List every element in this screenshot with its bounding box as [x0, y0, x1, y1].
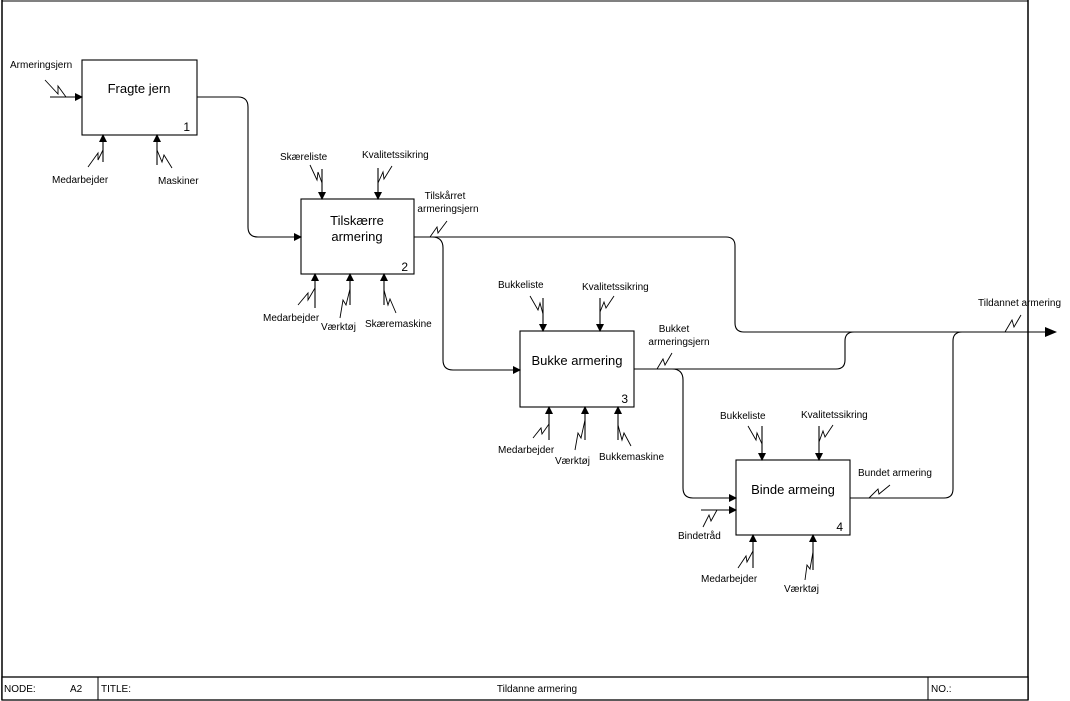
svg-text:Værktøj: Værktøj [555, 456, 590, 467]
arrow-a2-kvalitetssikring[interactable]: Kvalitetssikring [362, 150, 429, 200]
activity-box-2[interactable]: Tilskærre armering 2 [300, 198, 415, 275]
svg-text:Medarbejder: Medarbejder [498, 445, 555, 456]
node-value: A2 [70, 684, 83, 695]
activity-label: Bukke armering [531, 353, 622, 368]
svg-text:Bukkeliste: Bukkeliste [720, 411, 766, 422]
title-block: NODE: A2 TITLE: Tildanne armering NO.: [1, 676, 1029, 701]
activity-number: 4 [836, 520, 843, 534]
activity-box-3[interactable]: Bukke armering 3 [519, 330, 635, 408]
svg-text:Medarbejder: Medarbejder [52, 175, 109, 186]
arrow-a3-bukkeliste[interactable]: Bukkeliste [498, 280, 547, 332]
svg-text:Tilskårret: Tilskårret [425, 190, 466, 202]
activity-label: Binde armeing [751, 482, 835, 497]
svg-text:Skæreliste: Skæreliste [280, 152, 328, 163]
arrow-a2-vaerktoj[interactable]: Værktøj [321, 273, 356, 333]
arrow-a4-medarbejder[interactable]: Medarbejder [701, 534, 758, 585]
arrow-a3-kvalitetssikring[interactable]: Kvalitetssikring [582, 282, 649, 332]
svg-text:Maskiner: Maskiner [158, 176, 199, 187]
arrow-bundet-armering[interactable]: Bundet armering [850, 331, 1000, 499]
arrow-a4-vaerktoj[interactable]: Værktøj [784, 534, 819, 595]
arrow-a4-bukkeliste[interactable]: Bukkeliste [720, 411, 766, 461]
node-label: NODE: [4, 684, 36, 695]
activity-box-1[interactable]: Fragte jern 1 [81, 59, 198, 136]
activity-label: Fragte jern [108, 81, 171, 96]
arrow-a2-skaeremaskine[interactable]: Skæremaskine [365, 273, 432, 330]
svg-text:Skæremaskine: Skæremaskine [365, 319, 432, 330]
title-label: TITLE: [101, 684, 131, 695]
title-value: Tildanne armering [497, 684, 577, 695]
svg-text:Kvalitetssikring: Kvalitetssikring [362, 150, 429, 161]
arrow-armeringsjern[interactable]: Armeringsjern [10, 60, 83, 101]
activity-label: armering [331, 229, 382, 244]
arrow-a3-medarbejder[interactable]: Medarbejder [498, 406, 555, 456]
svg-text:Værktøj: Værktøj [321, 322, 356, 333]
svg-text:Bukket: Bukket [659, 324, 690, 335]
activity-number: 1 [183, 120, 190, 134]
activity-number: 2 [401, 260, 408, 274]
arrow-skaereliste[interactable]: Skæreliste [280, 152, 328, 200]
svg-text:Kvalitetssikring: Kvalitetssikring [801, 410, 868, 421]
arrow-tilskaarret-armeringsjern[interactable]: Tilskårret armeringsjern [414, 190, 1057, 374]
no-label: NO.: [931, 684, 952, 695]
svg-text:Medarbejder: Medarbejder [701, 574, 758, 585]
svg-text:Bukkeliste: Bukkeliste [498, 280, 544, 291]
svg-text:Værktøj: Værktøj [784, 584, 819, 595]
svg-text:Bundet armering: Bundet armering [858, 468, 932, 479]
arrow-a1-maskiner[interactable]: Maskiner [153, 134, 199, 187]
arrow-a4-kvalitetssikring[interactable]: Kvalitetssikring [801, 410, 868, 461]
arrow-a3-vaerktoj[interactable]: Værktøj [555, 406, 590, 467]
svg-text:armeringsjern: armeringsjern [648, 337, 709, 348]
svg-text:armeringsjern: armeringsjern [417, 204, 478, 215]
arrow-bindetraad[interactable]: Bindetråd [678, 506, 737, 542]
arrow-bukket-armeringsjern[interactable]: Bukket armeringsjern [634, 324, 900, 502]
svg-text:Tildannet armering: Tildannet armering [978, 298, 1061, 309]
activity-number: 3 [621, 392, 628, 406]
svg-text:Bukkemaskine: Bukkemaskine [599, 452, 664, 463]
arrow-a1-medarbejder[interactable]: Medarbejder [52, 134, 109, 186]
arrow-a3-bukkemaskine[interactable]: Bukkemaskine [599, 406, 664, 463]
svg-text:Bindetråd: Bindetråd [678, 530, 721, 542]
activity-label: Tilskærre [330, 213, 384, 228]
svg-text:Medarbejder: Medarbejder [263, 313, 320, 324]
arrow-a2-medarbejder[interactable]: Medarbejder [263, 273, 320, 324]
activity-box-4[interactable]: Binde armeing 4 [735, 459, 851, 536]
arrow-tildannet-armering[interactable]: Tildannet armering [978, 298, 1061, 333]
arrow-a1-to-a2[interactable] [197, 96, 302, 241]
svg-text:Armeringsjern: Armeringsjern [10, 60, 72, 71]
svg-text:Kvalitetssikring: Kvalitetssikring [582, 282, 649, 293]
